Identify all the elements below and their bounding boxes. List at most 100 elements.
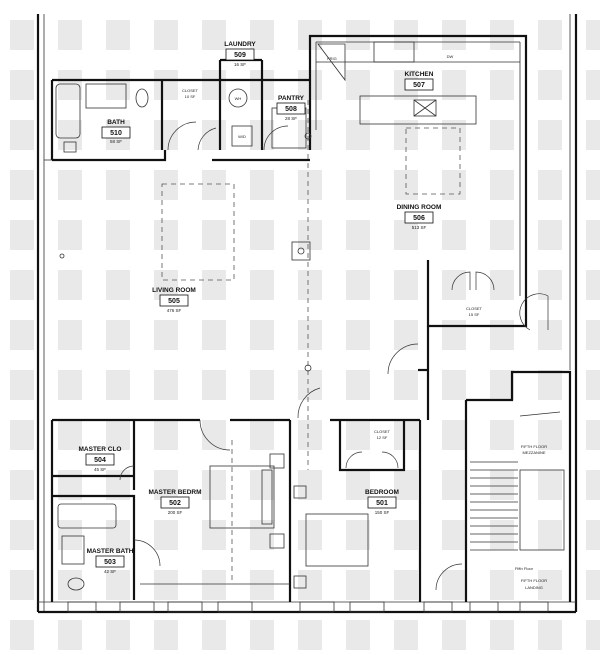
watermark-tile — [394, 620, 418, 650]
pantry-name: PANTRY — [278, 95, 305, 102]
watermark-tile — [250, 320, 274, 350]
label-dining: DINING ROOM 506 513 SF — [397, 204, 442, 230]
watermark-tile — [10, 270, 34, 300]
washer-label: WH — [235, 96, 242, 101]
watermark-tile — [106, 170, 130, 200]
watermark-tile — [394, 570, 418, 600]
watermark-tile — [202, 520, 226, 550]
watermark-tile — [154, 70, 178, 100]
closet-top-area: 10 SF — [185, 94, 196, 99]
watermark-tile — [250, 370, 274, 400]
living-walls — [44, 159, 549, 420]
watermark-tile — [154, 320, 178, 350]
watermark-tile — [58, 520, 82, 550]
dining-area: 513 SF — [412, 225, 427, 230]
watermark-tile — [586, 70, 600, 100]
watermark-tile — [10, 570, 34, 600]
watermark-tile — [58, 70, 82, 100]
watermark-tile — [10, 170, 34, 200]
watermark-tile — [586, 420, 600, 450]
watermark-tile — [154, 370, 178, 400]
mezzanine-line2: MEZZANINE — [522, 450, 545, 455]
watermark-tile — [58, 620, 82, 650]
watermark-tile — [202, 620, 226, 650]
washer-dryer-label: W/D — [238, 134, 246, 139]
watermark-tile — [250, 620, 274, 650]
watermark-tile — [538, 220, 562, 250]
watermark-tile — [58, 270, 82, 300]
watermark-tile — [538, 570, 562, 600]
watermark-tile — [106, 270, 130, 300]
laundry-name: LAUNDRY — [224, 41, 256, 48]
watermark-tile — [10, 620, 34, 650]
watermark-tile — [490, 170, 514, 200]
kitchen-name: KITCHEN — [405, 71, 434, 78]
fridge-label: FRIG — [327, 56, 337, 61]
closet-mid-name: CLOSET — [466, 306, 483, 311]
label-master-bath: MASTER BATH 503 42 SF — [87, 548, 134, 574]
watermark-tile — [346, 470, 370, 500]
watermark-tile — [346, 370, 370, 400]
watermark-tile — [298, 520, 322, 550]
watermark-tile — [298, 570, 322, 600]
pantry-number: 508 — [285, 106, 297, 113]
watermark-tile — [538, 370, 562, 400]
watermark-tile — [538, 270, 562, 300]
watermark-tile — [538, 170, 562, 200]
watermark-tile — [202, 120, 226, 150]
watermark-tile — [10, 470, 34, 500]
watermark-tile — [346, 120, 370, 150]
watermark-tile — [202, 570, 226, 600]
dining-name: DINING ROOM — [397, 204, 442, 211]
watermark-tile — [58, 370, 82, 400]
watermark-tile — [346, 620, 370, 650]
watermark-tile — [202, 320, 226, 350]
master-bath-name: MASTER BATH — [87, 548, 134, 555]
watermark-tile — [442, 520, 466, 550]
watermark-tile — [586, 270, 600, 300]
watermark-tile — [154, 120, 178, 150]
dining-closet — [426, 260, 528, 328]
watermark-tile — [346, 320, 370, 350]
watermark-tile — [58, 570, 82, 600]
watermark-tile — [586, 170, 600, 200]
watermark-tile — [586, 370, 600, 400]
watermark-tile — [346, 70, 370, 100]
watermark-tile — [394, 320, 418, 350]
watermark-tile — [202, 370, 226, 400]
kitchen-number: 507 — [413, 82, 425, 89]
watermark-tile — [442, 70, 466, 100]
watermark-tile — [490, 470, 514, 500]
watermark-tile — [298, 270, 322, 300]
label-living: LIVING ROOM 505 476 SF — [152, 287, 196, 313]
watermark-tile — [538, 620, 562, 650]
master-clo-name: MASTER CLO — [79, 446, 122, 453]
label-closet-mid: CLOSET 15 SF — [466, 306, 483, 317]
watermark-tile — [394, 470, 418, 500]
watermark-tile — [490, 320, 514, 350]
watermark-tile — [442, 270, 466, 300]
watermark-tile — [10, 120, 34, 150]
watermark-tile — [298, 170, 322, 200]
label-mezzanine: FIFTH FLOOR MEZZANINE — [521, 444, 547, 455]
windows-bottom — [67, 601, 549, 613]
closet-bed-area: 12 SF — [377, 435, 388, 440]
watermark-tile — [490, 570, 514, 600]
watermark-tile — [538, 520, 562, 550]
watermark-tile — [154, 620, 178, 650]
watermark-tile — [490, 220, 514, 250]
watermark-tile — [394, 520, 418, 550]
label-closet-top: CLOSET 10 SF — [182, 88, 199, 99]
watermark-tile — [154, 220, 178, 250]
watermark-tile — [586, 570, 600, 600]
label-pantry: PANTRY 508 28 SF — [276, 95, 306, 121]
laundry-area: 16 SF — [234, 62, 246, 67]
watermark-tile — [586, 120, 600, 150]
watermark-tile — [202, 20, 226, 50]
watermark-tile — [106, 570, 130, 600]
watermark-tile — [154, 20, 178, 50]
watermark-tile — [394, 420, 418, 450]
watermark-tile — [442, 420, 466, 450]
label-bath: BATH 510 58 SF — [101, 119, 131, 144]
watermark-tile — [106, 420, 130, 450]
